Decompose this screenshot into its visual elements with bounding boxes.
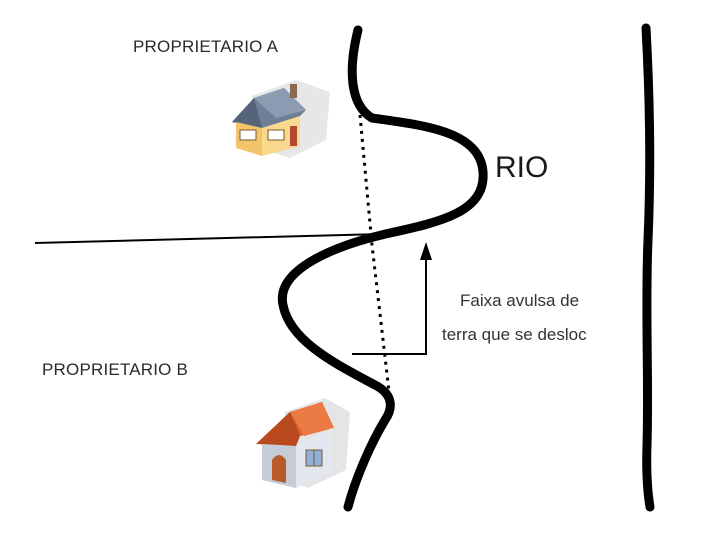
owner-b-label: PROPRIETARIO B xyxy=(42,360,188,379)
original-course-dotted-line xyxy=(358,114,392,401)
house-icon xyxy=(256,398,350,488)
displacement-note-line1: Faixa avulsa de xyxy=(460,291,579,310)
river-left-bank xyxy=(277,25,488,512)
house-icon xyxy=(232,80,330,158)
river-label: RIO xyxy=(495,151,548,184)
displacement-note-line2: terra que se desloc xyxy=(442,325,587,344)
property-boundary-line xyxy=(34,233,384,244)
owner-a-label: PROPRIETARIO A xyxy=(133,37,279,56)
displacement-arrow xyxy=(352,242,432,355)
river-right-bank xyxy=(641,23,655,512)
